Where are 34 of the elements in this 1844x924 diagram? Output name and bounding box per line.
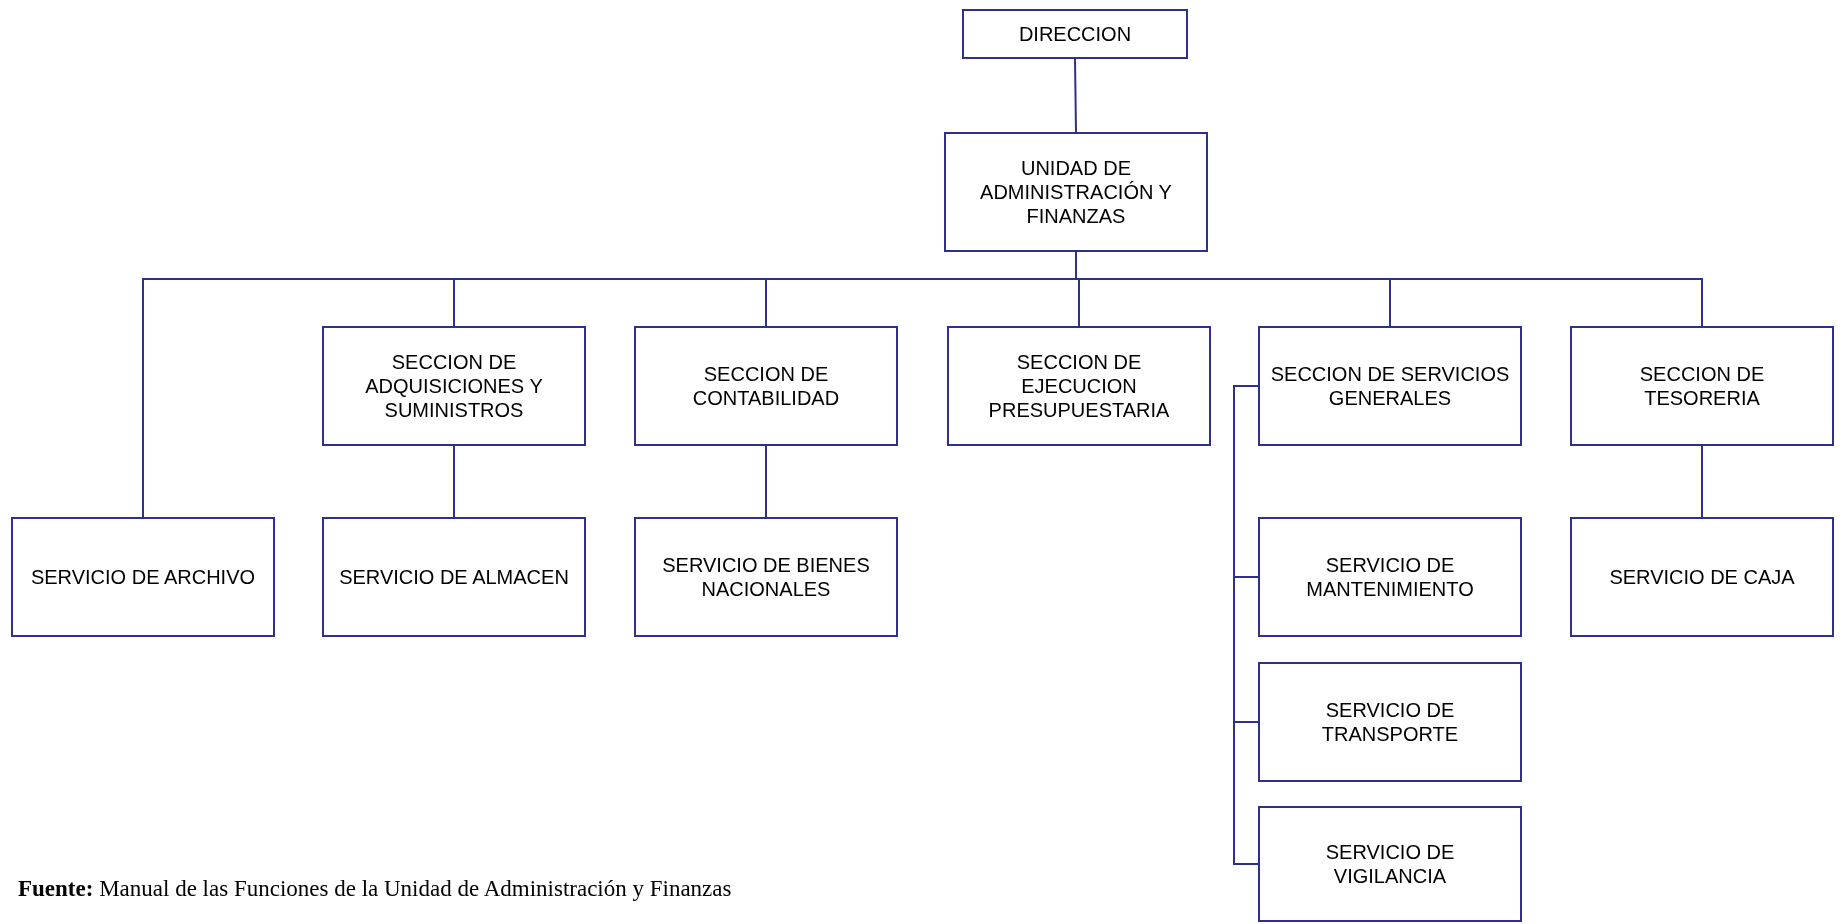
box-label: SECCION DE ADQUISICIONES Y SUMINISTROS [364,350,544,422]
org-box [944,132,1208,252]
org-box [1258,326,1522,446]
org-box [1258,662,1522,782]
org-box [1258,517,1522,637]
org-box [1570,517,1834,637]
box-label: SERVICIO DE TRANSPORTE [1320,698,1460,746]
box-label: SERVICIO DE CAJA [1609,565,1795,589]
org-box [322,517,586,637]
org-box [1570,326,1834,446]
org-box [962,9,1188,59]
box-label: SERVICIO DE ALMACEN [339,565,569,589]
org-box [634,326,898,446]
box-label: SECCION DE TESORERIA [1638,362,1766,410]
connector-line [1074,58,1077,133]
box-label: SERVICIO DE ARCHIVO [30,565,256,589]
org-box [947,326,1211,446]
org-box [11,517,275,637]
box-label: SECCION DE SERVICIOS GENERALES [1270,362,1510,410]
box-label: UNIDAD DE ADMINISTRACIÓN Y FINANZAS [979,156,1173,228]
box-label: SERVICIO DE BIENES NACIONALES [661,553,871,601]
box-label: SERVICIO DE VIGILANCIA [1324,840,1456,888]
org-box [634,517,898,637]
connector-line [1701,445,1703,518]
org-box [322,326,586,446]
source-note: Fuente: Manual de las Funciones de la Unidad de Administración y Finanzas [18,876,732,902]
connector-line [453,445,455,518]
org-box [1258,806,1522,922]
box-label: DIRECCION [1018,22,1132,46]
connector-line [1233,385,1259,865]
box-label: SECCION DE EJECUCION PRESUPUESTARIA [987,350,1171,422]
box-label: SERVICIO DE MANTENIMIENTO [1305,553,1475,601]
box-label: SECCION DE CONTABILIDAD [691,362,841,410]
connector-line [765,445,767,518]
